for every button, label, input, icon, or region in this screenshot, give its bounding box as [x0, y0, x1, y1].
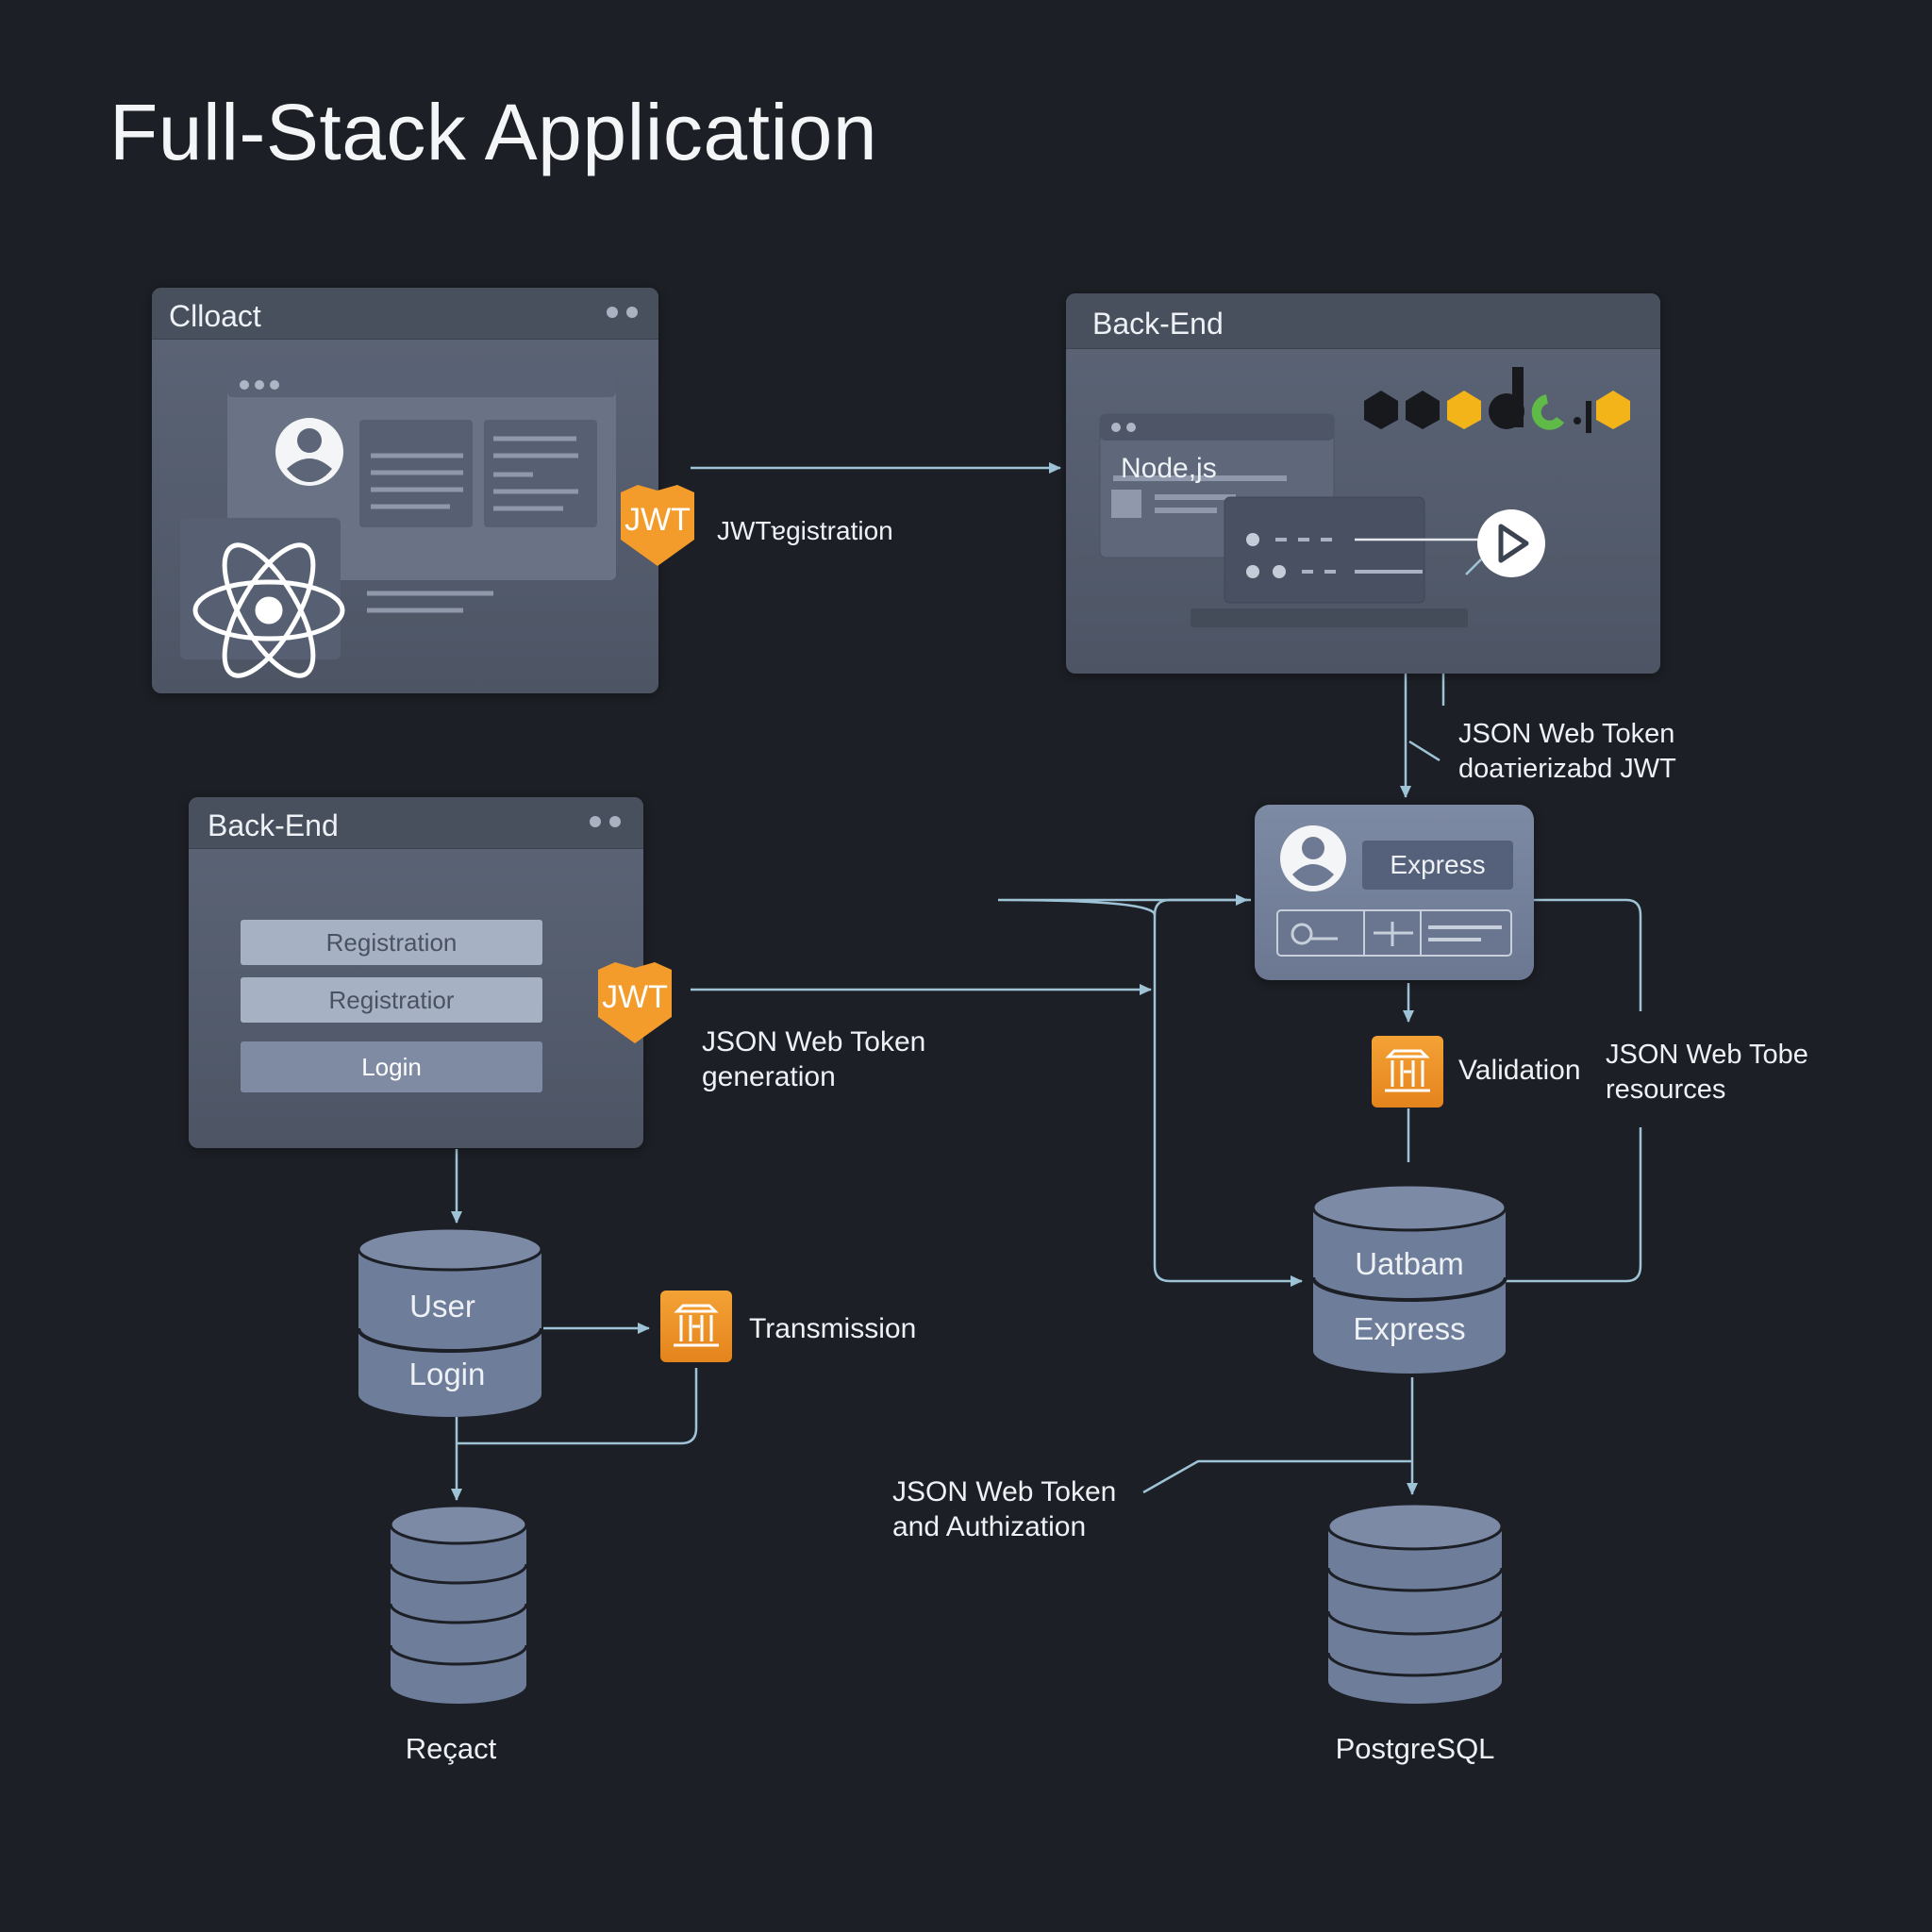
- building-icon: [1372, 1036, 1443, 1108]
- react-db-label: Reçact: [405, 1732, 497, 1765]
- login-button[interactable]: Login: [241, 1041, 542, 1092]
- client-panel-title: Clloact: [169, 299, 261, 333]
- backend-left-panel-title: Back-End: [208, 808, 339, 842]
- user-avatar-icon: [1280, 825, 1346, 891]
- backend-left-panel: Back-End Registration Registratior Login: [189, 797, 643, 1148]
- play-icon: [1477, 509, 1545, 577]
- nodejs-logo: [1358, 361, 1641, 446]
- react-atom-icon: [192, 542, 345, 678]
- client-ui-mockup: [180, 373, 616, 678]
- backend-left-panel-header: [189, 797, 643, 849]
- validation-label: Validation: [1458, 1055, 1581, 1086]
- express-card: Express: [1255, 805, 1534, 980]
- database-icon: [389, 1504, 528, 1704]
- page-title: Full-Stack Application: [109, 88, 878, 176]
- user-db-label-1: User: [409, 1289, 475, 1324]
- jwt-badge-top-label: JWT: [625, 502, 691, 538]
- jwt-shield-icon: JWT: [594, 958, 675, 1045]
- postgresql-label: PostgreSQL: [1335, 1732, 1495, 1765]
- database-icon: [1326, 1502, 1504, 1704]
- transmission-label: Transmission: [749, 1313, 917, 1344]
- jwt-registration-label: JWT​ɐgistration: [717, 516, 893, 545]
- db-mid-label-1: Uatbam: [1355, 1246, 1464, 1281]
- jwt-shield-icon: JWT: [617, 481, 698, 568]
- jwt-deauthorized-label: JSON Web Token doaтierizabd JWT: [1458, 719, 1676, 784]
- resources-label: JSON Web Tobe resources: [1606, 1040, 1808, 1105]
- backend-ui-mockup: [1099, 413, 1545, 627]
- user-avatar-icon: [275, 418, 343, 486]
- backend-top-panel-title: Back-End: [1092, 307, 1224, 341]
- db-mid-label-2: Express: [1353, 1311, 1466, 1346]
- backend-top-panel-header: [1066, 293, 1660, 349]
- client-panel-header: [152, 288, 658, 340]
- database-icon: [1311, 1183, 1507, 1374]
- window-controls[interactable]: [607, 307, 638, 318]
- registratior-button[interactable]: Registratior: [241, 977, 542, 1023]
- user-db-label-2: Login: [408, 1357, 486, 1391]
- node-window-label: Node,js: [1121, 453, 1217, 484]
- jwt-authorization-label: JSON Web Token and Authization: [892, 1476, 1117, 1542]
- client-panel: Clloact: [152, 288, 658, 693]
- building-icon: [660, 1291, 732, 1362]
- backend-top-panel: Back-End Node,js: [1066, 293, 1660, 674]
- jwt-generation-label: JSON Web Token generation: [702, 1026, 926, 1092]
- window-controls[interactable]: [590, 816, 621, 827]
- jwt-badge-mid-label: JWT: [602, 979, 668, 1015]
- express-label: Express: [1390, 850, 1486, 879]
- database-icon: [357, 1226, 543, 1417]
- registration-button[interactable]: Registration: [241, 920, 542, 965]
